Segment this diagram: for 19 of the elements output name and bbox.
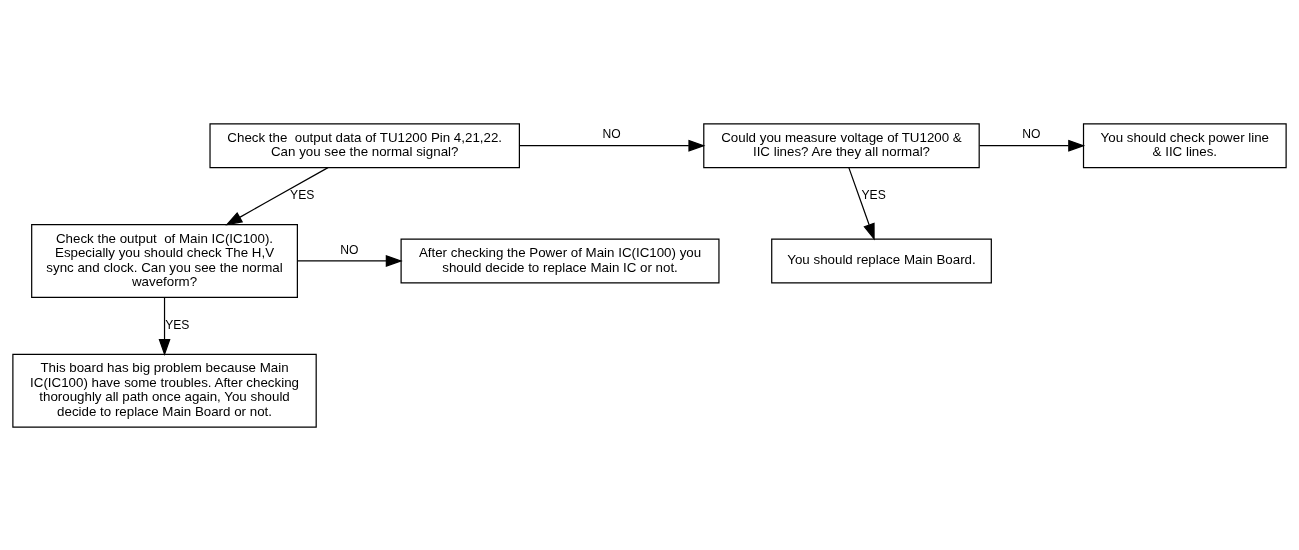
- arrow: [979, 139, 1086, 152]
- arrow: [518, 139, 706, 152]
- node-box: Check the output of Main IC(IC100). Especially you should check The H,V sync and clock. Can you see the normal waveform?: [31, 223, 298, 298]
- edge-label: NO: [1022, 126, 1041, 141]
- node-box: After checking the Power of Main IC(IC100) you should decide to replace Main IC or not.: [400, 238, 720, 283]
- node-box: Check the output data of TU1200 Pin 4,21,22. Can you see the normal signal?: [209, 122, 520, 168]
- arrow: [297, 254, 403, 267]
- edge-label: NO: [340, 242, 359, 257]
- edge-label: YES: [290, 187, 315, 202]
- arrow: [158, 296, 171, 356]
- node-box: This board has big problem because Main IC(IC100) have some troubles. After checking thoroughly all path once again, You should decide to replace Main Board or not.: [12, 353, 317, 428]
- arrow: [848, 166, 875, 240]
- arrow: [225, 166, 329, 225]
- edge-label: NO: [602, 126, 621, 141]
- edge-label: YES: [861, 187, 886, 202]
- node-box: You should replace Main Board.: [771, 238, 992, 283]
- edge-label: YES: [165, 317, 190, 332]
- node-box: You should check power line & IIC lines.: [1082, 122, 1287, 168]
- node-box: Could you measure voltage of TU1200 & IIC lines? Are they all normal?: [703, 122, 980, 168]
